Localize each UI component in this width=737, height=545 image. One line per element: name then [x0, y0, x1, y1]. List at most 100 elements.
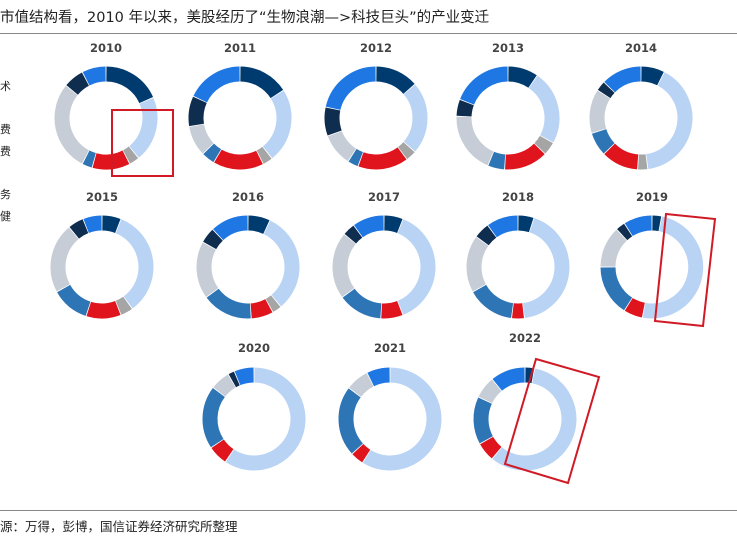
donut-segment: [50, 227, 79, 292]
donut-segment: [115, 296, 132, 315]
donut-segment: [492, 368, 577, 471]
donut-segment: [247, 215, 270, 234]
donut-2022: [473, 367, 577, 471]
donut-segment: [600, 266, 633, 311]
donut-segment: [338, 388, 364, 454]
year-label: 2012: [360, 41, 392, 55]
donut-segment: [397, 142, 415, 159]
donut-segment: [591, 128, 615, 154]
donut-segment: [206, 288, 251, 319]
donut-segment: [66, 72, 90, 95]
donut-segment: [480, 436, 502, 459]
donut-segment: [604, 66, 642, 93]
donut-segment: [342, 288, 382, 319]
donut-segment: [327, 130, 357, 162]
donut-2016: [196, 215, 300, 319]
donut-segment: [525, 367, 535, 384]
donut-segment: [203, 229, 223, 250]
donut-2020: [202, 367, 306, 471]
donut-2010: [54, 66, 158, 170]
donut-segment: [466, 237, 489, 292]
donut-segment: [344, 225, 363, 244]
donut-segment: [82, 66, 107, 86]
chart-title: 市值结构看，2010 年以来，美股经历了“生物浪潮—>科技巨头”的产业变迁: [0, 10, 490, 26]
donut-segment: [507, 66, 537, 88]
year-label: 2013: [492, 41, 524, 55]
donut-segment: [642, 216, 704, 319]
donut-segment: [473, 284, 514, 319]
donut-segment: [652, 215, 662, 232]
donut-segment: [362, 367, 442, 471]
donut-segment: [528, 75, 560, 143]
donut-segment: [460, 66, 509, 105]
donut-segment: [352, 443, 371, 463]
donut-segment: [384, 215, 403, 234]
donut-2018: [466, 215, 570, 319]
donut-segment: [193, 66, 241, 103]
donut-segment: [213, 215, 249, 241]
donut-segment: [505, 143, 545, 170]
donut-segment: [488, 151, 506, 170]
donut-segment: [262, 90, 292, 159]
donut-segment: [375, 66, 415, 95]
donut-segment: [263, 220, 300, 307]
donut-2017: [332, 215, 436, 319]
donut-segment: [476, 225, 497, 246]
donut-segment: [349, 373, 374, 398]
donut-segment: [324, 107, 342, 136]
year-label: 2021: [374, 341, 406, 355]
donut-segment: [239, 66, 284, 99]
donut-2012: [324, 66, 428, 170]
donut-segment: [122, 146, 139, 164]
donut-segment: [86, 300, 121, 319]
donut-segment: [492, 367, 526, 391]
donut-segment: [645, 72, 693, 169]
donut-2015: [50, 215, 154, 319]
donut-segment: [473, 397, 494, 444]
donut-segment: [115, 219, 154, 309]
year-label: 2016: [232, 190, 264, 204]
donut-segment: [234, 367, 255, 386]
year-label: 2011: [224, 41, 256, 55]
donut-segment: [92, 150, 130, 170]
donut-segment: [332, 234, 356, 297]
donut-2021: [338, 367, 442, 471]
donut-segment: [54, 85, 90, 164]
year-label: 2014: [625, 41, 657, 55]
donut-segment: [82, 150, 96, 168]
donut-segment: [600, 229, 628, 268]
donut-segment: [589, 90, 611, 133]
donut-segment: [488, 215, 519, 238]
legend-fragment: 费: [0, 123, 11, 136]
highlight-box: [653, 212, 717, 328]
donut-segment: [83, 215, 102, 234]
donut-2014: [589, 66, 693, 170]
donut-segment: [640, 66, 664, 86]
donut-segment: [128, 97, 158, 158]
donut-segment: [102, 215, 121, 234]
donut-segment: [518, 215, 534, 233]
year-label: 2010: [90, 41, 122, 55]
year-label: 2019: [636, 190, 668, 204]
donut-segment: [188, 96, 207, 127]
year-label: 2018: [502, 190, 534, 204]
donut-segment: [196, 242, 219, 297]
donut-segment: [456, 116, 494, 166]
donut-segment: [203, 143, 222, 163]
donut-segment: [211, 439, 234, 462]
donut-segment: [367, 367, 391, 387]
donut-segment: [250, 298, 273, 319]
donut-segment: [105, 66, 154, 104]
donut-segment: [617, 223, 633, 241]
donut-segment: [381, 300, 403, 319]
year-label: 2022: [509, 331, 541, 345]
donut-segment: [189, 123, 214, 154]
legend-fragment: 术: [0, 80, 11, 93]
donut-segment: [228, 371, 240, 388]
donut-segment: [397, 219, 436, 315]
donut-segment: [214, 149, 263, 170]
donut-segment: [69, 219, 89, 239]
donut-segment: [478, 379, 502, 404]
donut-segment: [597, 82, 615, 99]
